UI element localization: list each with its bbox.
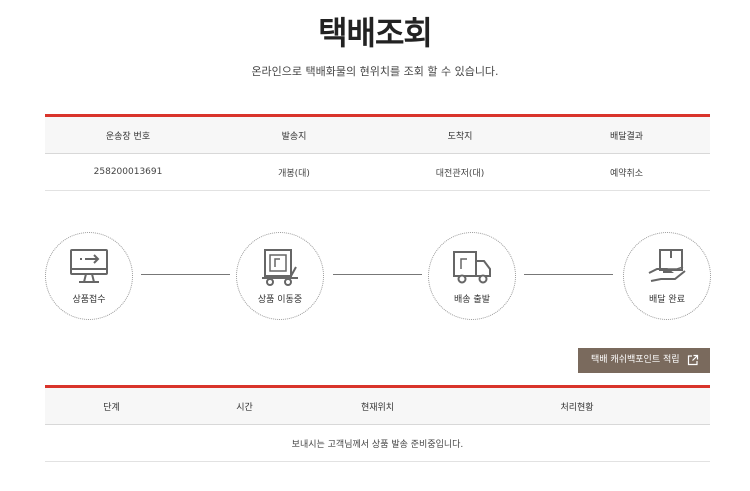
summary-header-row: 운송장 번호 발송지 도착지 배달결과 (45, 115, 710, 154)
step-received: 상품접수 (45, 232, 133, 320)
step-delivered: 배달 완료 (623, 232, 711, 320)
box-cart-icon (262, 249, 298, 286)
delivery-result: 예약취소 (543, 153, 710, 191)
table-row: 보내시는 고객님께서 상품 발송 준비중입니다. (45, 424, 710, 462)
col-time: 시간 (178, 386, 311, 425)
col-processing-status: 처리현황 (444, 386, 710, 425)
col-destination: 도착지 (377, 115, 543, 154)
col-origin: 발송지 (211, 115, 377, 154)
empty-history-message: 보내시는 고객님께서 상품 발송 준비중입니다. (45, 424, 710, 462)
col-current-location: 현재위치 (311, 386, 444, 425)
step-in-transit: 상품 이동중 (236, 232, 324, 320)
cashback-point-label: 택배 캐쉬백포인트 적립 (591, 355, 680, 365)
step-out-for-delivery: 배송 출발 (428, 232, 516, 320)
history-table: 단계 시간 현재위치 처리현황 보내시는 고객님께서 상품 발송 준비중입니다. (45, 385, 710, 462)
step-connector (333, 274, 422, 275)
col-tracking-number: 운송장 번호 (45, 115, 211, 154)
col-stage: 단계 (45, 386, 178, 425)
step-label: 상품접수 (72, 295, 106, 305)
step-connector (141, 274, 230, 275)
tracking-number: 258200013691 (45, 153, 211, 191)
origin: 개봉(대) (211, 153, 377, 191)
step-connector (524, 274, 613, 275)
monitor-arrow-icon (70, 249, 108, 283)
page-subtitle: 온라인으로 택배화물의 현위치를 조회 할 수 있습니다. (251, 65, 499, 78)
step-label: 상품 이동중 (257, 295, 303, 305)
destination: 대전관저(대) (377, 153, 543, 191)
step-label: 배송 출발 (454, 295, 490, 305)
page-title: 택배조회 (318, 14, 433, 52)
cashback-point-button[interactable]: 택배 캐쉬백포인트 적립 (578, 348, 710, 373)
hand-package-icon (648, 249, 686, 282)
summary-table: 운송장 번호 발송지 도착지 배달결과 258200013691 개봉(대) 대… (45, 114, 710, 191)
step-label: 배달 완료 (649, 295, 685, 305)
delivery-truck-icon (453, 251, 491, 284)
col-delivery-result: 배달결과 (543, 115, 710, 154)
table-row: 258200013691 개봉(대) 대전관저(대) 예약취소 (45, 153, 710, 191)
external-link-icon (687, 354, 699, 366)
history-header-row: 단계 시간 현재위치 처리현황 (45, 386, 710, 425)
